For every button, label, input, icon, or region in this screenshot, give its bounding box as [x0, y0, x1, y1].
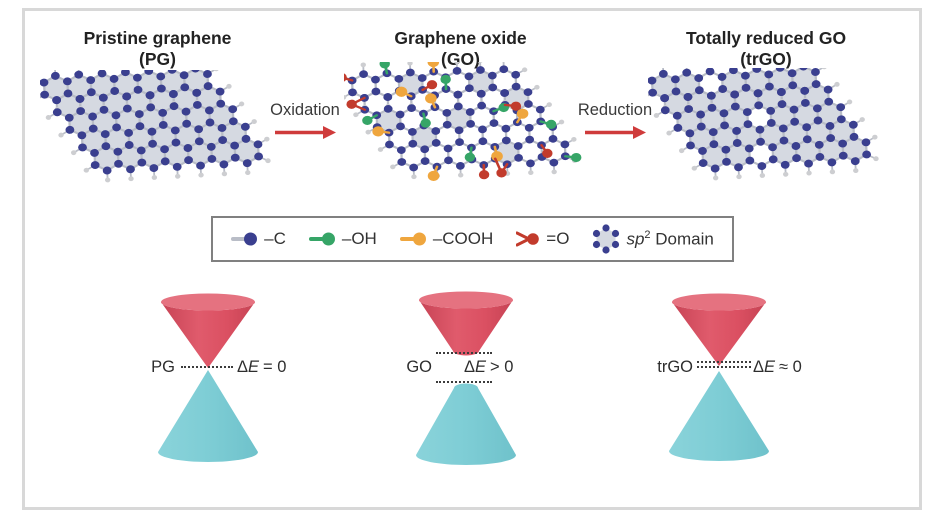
- molecule-go: [344, 62, 582, 181]
- molecule-pg: [40, 70, 271, 183]
- reduction-arrow: Reduction: [560, 101, 670, 145]
- gap-label-pg: ΔE= 0: [237, 358, 287, 376]
- cone-label-go: GO: [406, 358, 432, 376]
- carboxyl-icon: [399, 232, 426, 246]
- fermi-dotted-line-pg: [181, 366, 233, 368]
- panel-title-pg: Pristine graphene (PG): [45, 28, 270, 70]
- dirac-cone-trgo: [669, 293, 769, 461]
- panel-title-go: Graphene oxide (GO): [348, 28, 573, 70]
- gap-top-dotted-line-go: [436, 352, 492, 354]
- dirac-cone-pg: [158, 293, 258, 462]
- reduction-label: Reduction: [577, 101, 653, 119]
- oxidation-arrow: Oxidation: [250, 101, 360, 145]
- legend-item-hydroxyl: –OH: [308, 229, 377, 249]
- carbon-bond-icon: [231, 232, 258, 246]
- legend-label-epoxy: =O: [546, 229, 570, 248]
- panel-title-trgo-line1: Totally reduced GO: [685, 28, 847, 48]
- fermi-dotted-line-trgo-bottom: [697, 366, 751, 368]
- gap-bottom-dotted-line-go: [436, 381, 492, 383]
- gap-label-go: ΔE> 0: [464, 358, 514, 376]
- legend-label-hydroxyl: –OH: [341, 229, 377, 248]
- panel-title-pg-line2: (PG): [139, 49, 176, 69]
- legend-label-sp2-domain: sp2 Domain: [626, 228, 714, 249]
- panel-title-go-line2: (GO): [441, 49, 480, 69]
- fermi-dotted-line-trgo-top: [697, 361, 751, 363]
- legend-item-carboxyl: –COOH: [399, 229, 494, 249]
- legend-label-carbon: –C: [264, 229, 286, 248]
- right-arrow-icon: [275, 126, 336, 139]
- legend-label-carboxyl: –COOH: [432, 229, 494, 248]
- panel-title-pg-line1: Pristine graphene: [83, 28, 232, 48]
- oxidation-label: Oxidation: [270, 101, 340, 119]
- panel-title-go-line1: Graphene oxide: [394, 28, 527, 48]
- dirac-cone-go: [416, 291, 516, 465]
- panel-title-trgo-line2: (trGO): [740, 49, 792, 69]
- right-arrow-icon: [585, 126, 646, 139]
- cone-label-trgo: trGO: [657, 358, 693, 376]
- panel-title-trgo: Totally reduced GO (trGO): [652, 28, 880, 70]
- sp2-domain-icon: [593, 224, 620, 254]
- molecule-trgo: [648, 68, 879, 181]
- epoxy-icon: [516, 231, 540, 247]
- legend-item-sp2-domain: sp2 Domain: [592, 224, 714, 254]
- legend-box: –C –OH –COOH =O: [211, 216, 734, 262]
- legend-item-epoxy: =O: [516, 229, 569, 249]
- gap-label-trgo: ΔE≈ 0: [753, 358, 802, 376]
- cone-label-pg: PG: [151, 358, 175, 376]
- legend-item-carbon: –C: [231, 229, 286, 249]
- hydroxyl-icon: [308, 232, 335, 246]
